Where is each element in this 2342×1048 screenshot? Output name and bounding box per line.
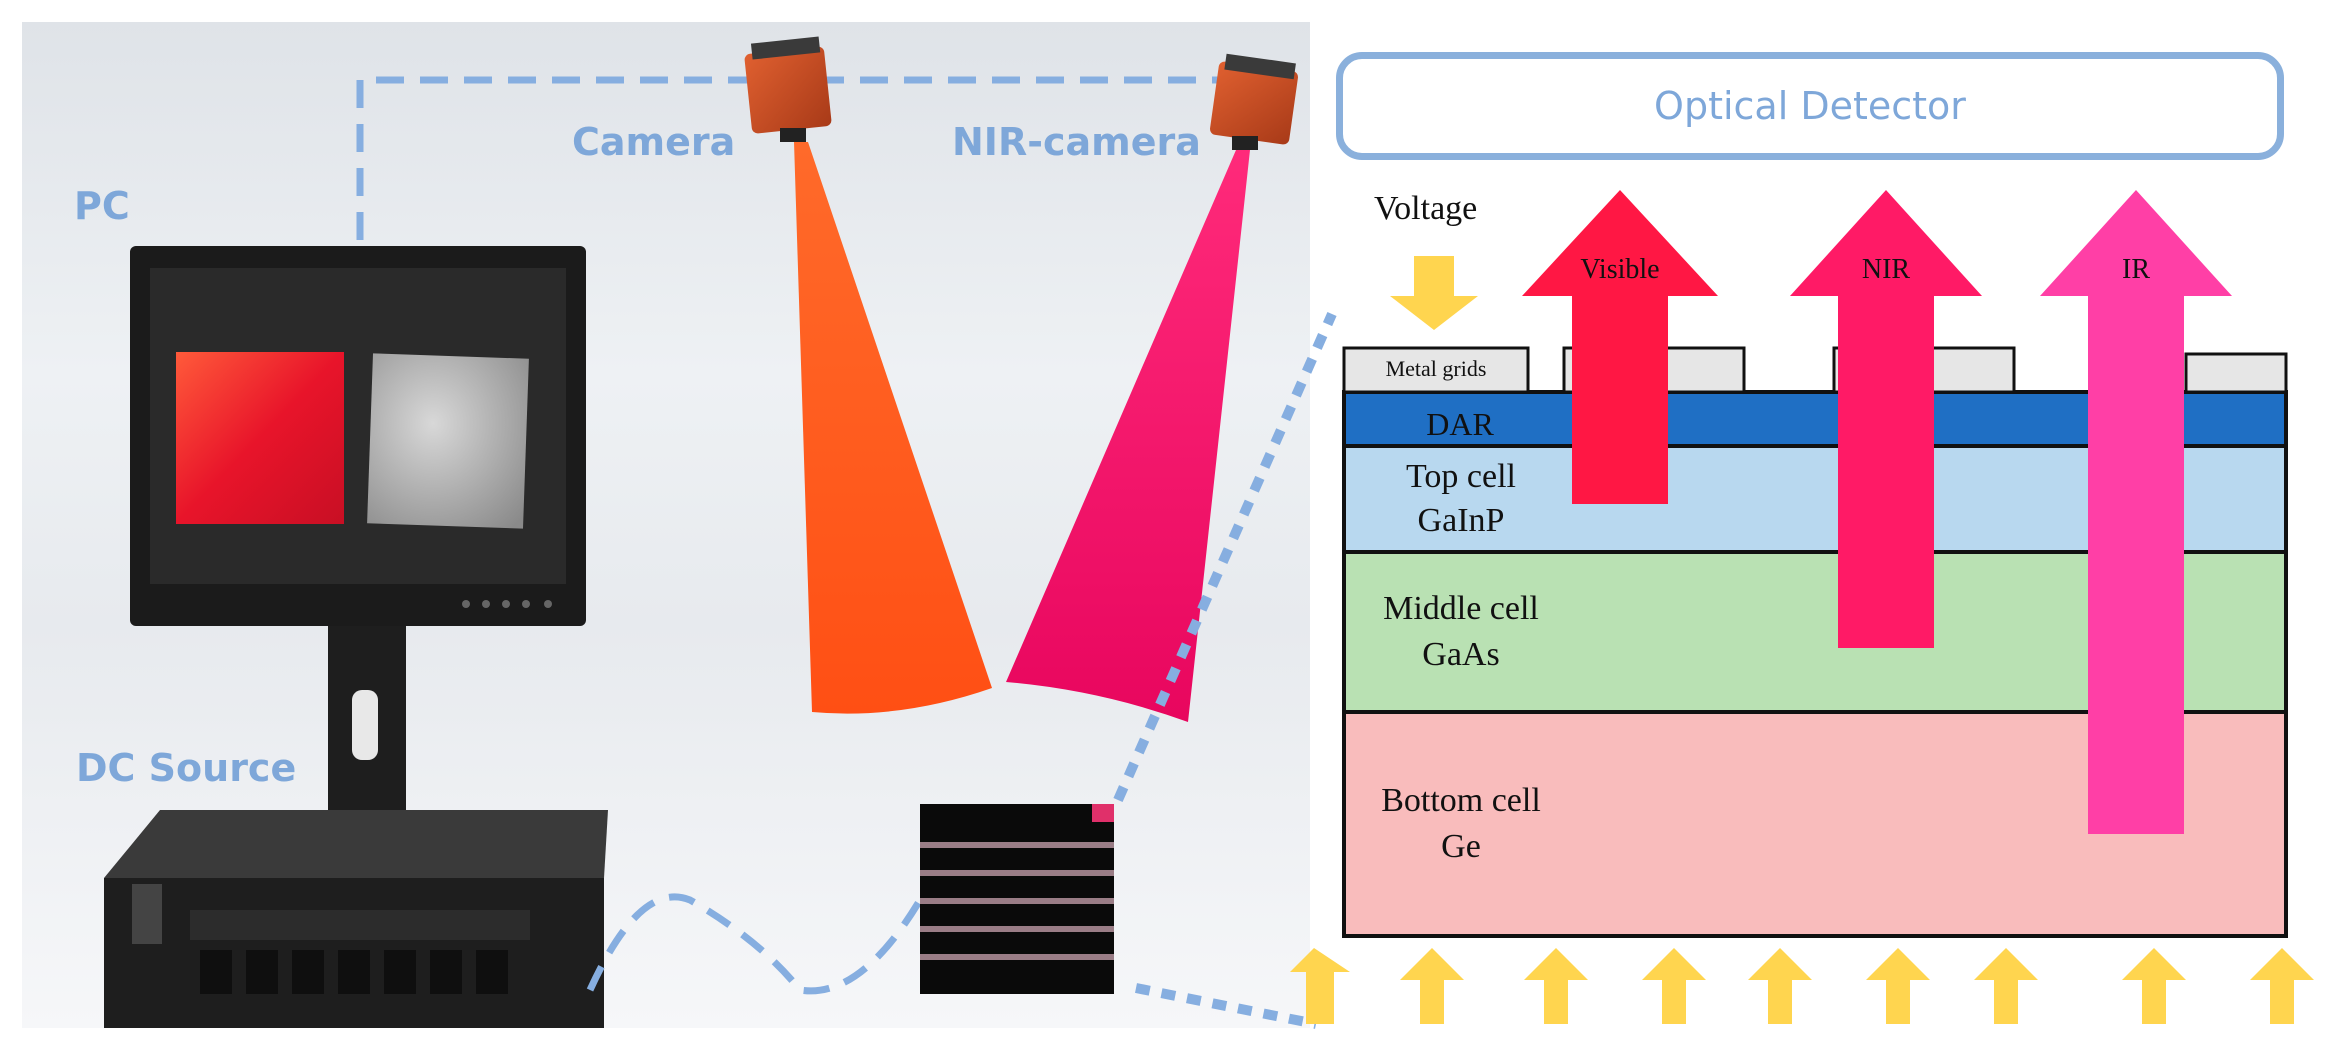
dc-source — [104, 810, 608, 1028]
incident-light-arrows — [1290, 948, 2314, 1024]
dar-label: DAR — [1426, 406, 1494, 442]
solar-cell-sample — [920, 804, 1114, 994]
bottom-cell-label: Bottom cell — [1381, 782, 1541, 819]
camera-beam — [794, 142, 992, 714]
metal-grids-label: Metal grids — [1385, 356, 1487, 381]
optical-detector-box: Optical Detector — [1336, 52, 2284, 160]
nir-camera — [1210, 53, 1298, 150]
visible-arrow-label: Visible — [1580, 254, 1660, 285]
camera — [744, 36, 832, 142]
pc-camera-cable — [356, 76, 1250, 240]
light-arrow — [2250, 948, 2314, 1024]
dc-source-label: DC Source — [76, 746, 297, 790]
light-arrow — [1866, 948, 1930, 1024]
pc-monitor — [130, 246, 586, 840]
light-arrow — [2122, 948, 2186, 1024]
light-arrow — [1642, 948, 1706, 1024]
middle-cell-label: Middle cell — [1383, 590, 1539, 627]
nir-arrow — [1790, 190, 1982, 648]
metal-grid-4 — [2184, 352, 2288, 394]
nir-image — [367, 353, 529, 529]
bottom-cell-material: Ge — [1441, 828, 1481, 865]
ir-arrow-label: IR — [2122, 254, 2150, 285]
top-cell-label: Top cell — [1406, 458, 1516, 495]
top-cell-material: GaInP — [1417, 502, 1505, 539]
light-arrow — [1290, 948, 1350, 1024]
voltage-label: Voltage — [1374, 190, 1478, 227]
zoom-line-top — [1113, 311, 1337, 803]
light-arrow — [1400, 948, 1464, 1024]
visible-arrow — [1522, 190, 1718, 504]
middle-cell-material: GaAs — [1422, 636, 1500, 673]
nir-camera-beam — [1006, 150, 1250, 722]
ir-arrow — [2040, 190, 2232, 834]
light-arrow — [1974, 948, 2038, 1024]
visible-image — [176, 352, 344, 524]
camera-label: Camera — [572, 120, 736, 164]
nir-camera-label: NIR-camera — [952, 120, 1201, 164]
pc-label: PC — [74, 184, 130, 228]
zoom-line-bottom — [1135, 983, 1317, 1029]
voltage-arrow — [1390, 256, 1478, 330]
metal-grid-1 — [1342, 346, 1530, 394]
light-arrow — [1524, 948, 1588, 1024]
dc-cell-cable — [586, 893, 924, 995]
nir-arrow-label: NIR — [1861, 254, 1911, 285]
light-arrow — [1748, 948, 1812, 1024]
optical-detector-label: Optical Detector — [1654, 84, 1966, 128]
